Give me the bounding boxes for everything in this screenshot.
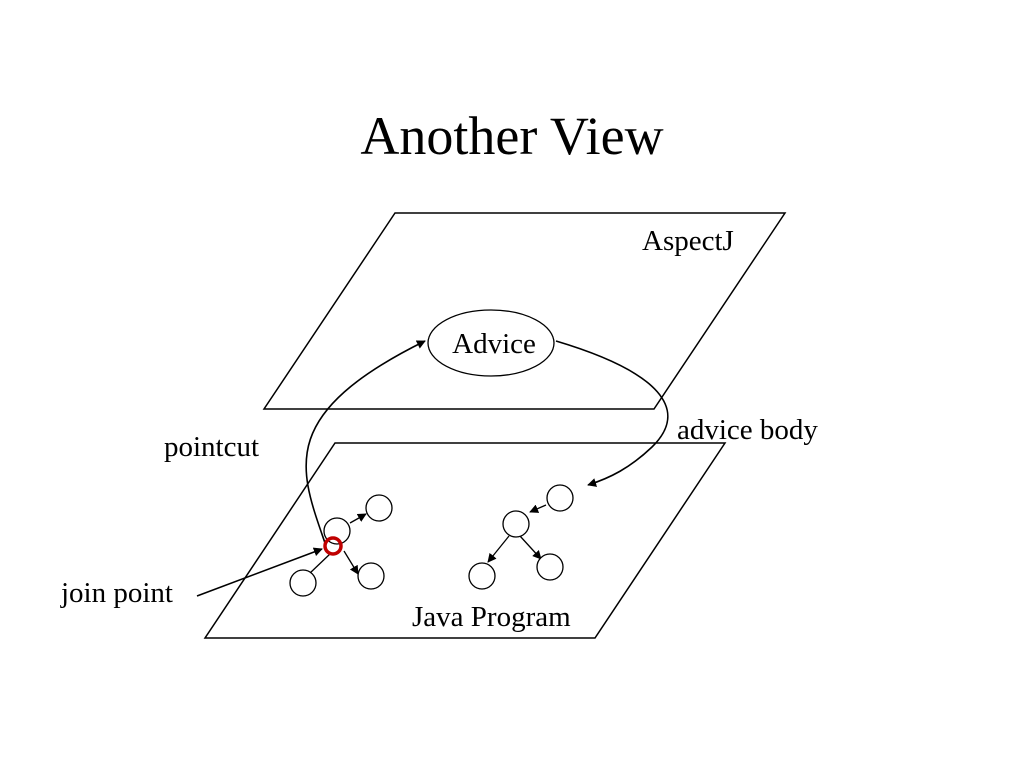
graph-edge [349,513,367,524]
pointcut-label: pointcut [164,431,259,463]
object-node [365,494,393,522]
right-object-graph [468,484,574,590]
graph-edge [308,552,332,575]
object-node [536,553,564,581]
object-node [289,569,317,597]
graph-edge [529,504,547,513]
aspectj-label: AspectJ [642,225,734,257]
object-node [357,562,385,590]
java-program-label: Java Program [412,601,571,633]
left-object-graph [289,494,393,597]
aspectj-plane [262,212,787,410]
join-point-pointer [196,547,323,597]
object-node [468,562,496,590]
graph-edge [487,535,510,563]
object-node [502,510,530,538]
advice-ellipse [427,309,555,377]
graph-edge [343,550,359,575]
join-point-marker [323,536,343,556]
graph-edge [519,535,542,560]
advice-body-arrow [555,340,669,487]
advice-label: Advice [452,328,536,360]
java-program-plane [203,442,727,639]
slide-title: Another View [360,106,663,166]
advice-body-label: advice body [677,414,818,446]
object-node [546,484,574,512]
join-point-label: join point [60,577,173,609]
pointcut-arrow [305,340,426,544]
